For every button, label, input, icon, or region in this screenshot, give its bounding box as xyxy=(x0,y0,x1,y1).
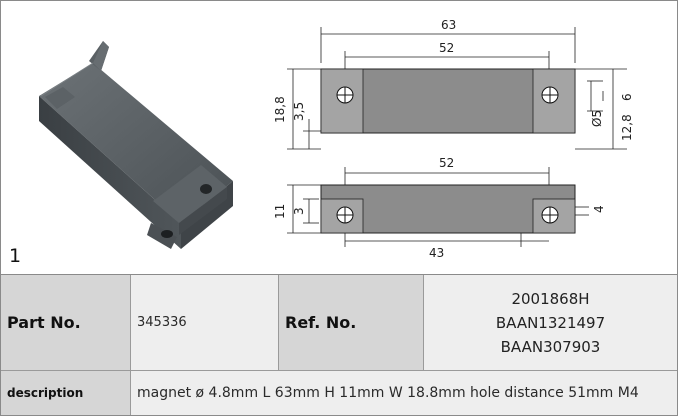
dim-6: 6 xyxy=(620,93,634,101)
dim-52-top: 52 xyxy=(439,41,454,55)
ref-no-value: BAAN307903 xyxy=(500,337,601,356)
ref-no-value: 2001868H xyxy=(511,289,590,308)
dimension-drawing: 63 52 18,8 3,5 6 Ø5 12,8 52 11 3 4 43 xyxy=(273,18,634,260)
dim-11: 11 xyxy=(273,204,287,219)
dim-12-8: 12,8 xyxy=(620,114,634,141)
dim-18-8: 18,8 xyxy=(273,96,287,123)
ref-no-values: 2001868H BAAN1321497 BAAN307903 xyxy=(424,275,677,370)
description-value: magnet ø 4.8mm L 63mm H 11mm W 18.8mm ho… xyxy=(131,371,677,415)
dim-52-bottom: 52 xyxy=(439,156,454,170)
part-no-value: 345336 xyxy=(131,275,279,370)
item-number: 1 xyxy=(9,245,22,267)
product-image-area: 63 52 18,8 3,5 6 Ø5 12,8 52 11 3 4 43 1 xyxy=(1,1,677,275)
dim-3: 3 xyxy=(292,207,306,215)
dim-63: 63 xyxy=(441,18,456,32)
table-row: description magnet ø 4.8mm L 63mm H 11mm… xyxy=(1,371,677,415)
dim-4: 4 xyxy=(592,205,606,213)
table-row: Part No. 345336 Ref. No. 2001868H BAAN13… xyxy=(1,275,677,371)
ref-no-label: Ref. No. xyxy=(279,275,424,370)
description-label: description xyxy=(1,371,131,415)
magnet-photo xyxy=(39,41,233,249)
dim-43: 43 xyxy=(429,246,444,260)
dim-3-5: 3,5 xyxy=(292,102,306,121)
ref-no-value: BAAN1321497 xyxy=(495,313,606,332)
part-no-label: Part No. xyxy=(1,275,131,370)
dim-dia-5: Ø5 xyxy=(590,110,604,127)
